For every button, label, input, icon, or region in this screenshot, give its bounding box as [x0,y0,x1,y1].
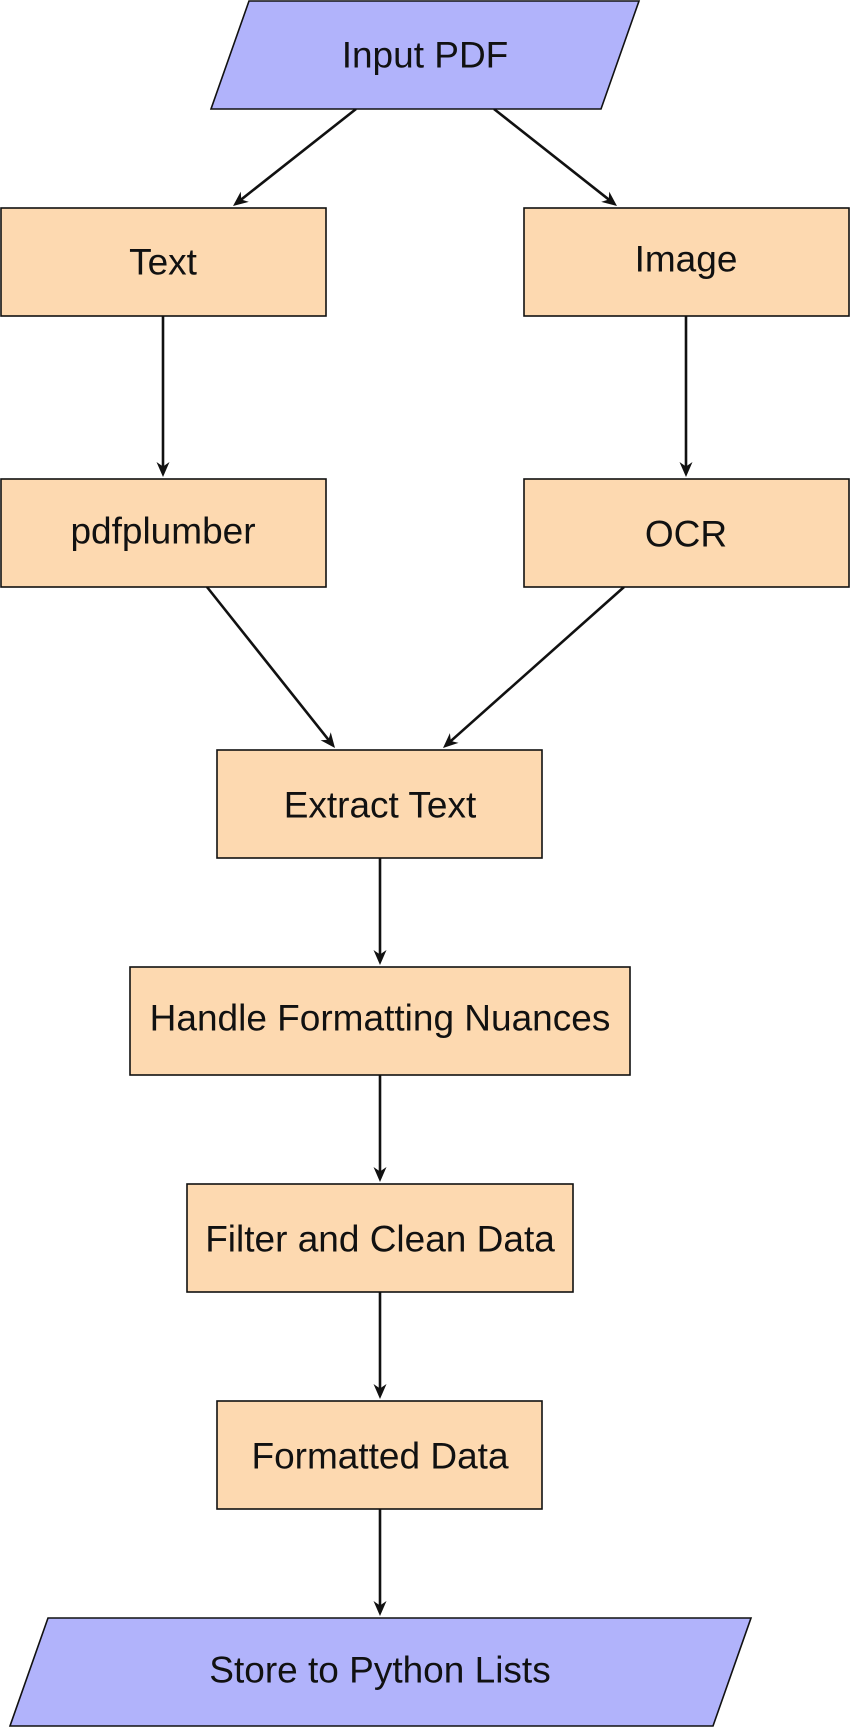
input-pdf-label: Input PDF [342,35,509,76]
node-text: Text [0,207,327,317]
arrowhead-filter-clean-icon [373,1167,387,1182]
text-label: Text [129,242,198,283]
arrowhead-handle-formatting-icon [373,950,387,965]
arrow-ocr-to-extract-text [448,586,625,744]
extract-text-box [216,749,543,859]
store-lists-shape [8,1617,753,1727]
ocr-label: OCR [645,514,727,555]
node-image: Image [523,207,850,317]
handle-formatting-box [129,966,631,1076]
node-formatted-data: Formatted Data [216,1400,543,1510]
node-store-lists: Store to Python Lists [8,1617,753,1727]
handle-formatting-label: Handle Formatting Nuances [150,998,611,1039]
node-extract-text: Extract Text [216,749,543,859]
arrowhead-text-icon [233,191,249,206]
arrowhead-pdfplumber-icon [156,462,170,477]
node-ocr: OCR [523,478,850,588]
node-pdfplumber: pdfplumber [0,478,327,588]
text-box [0,207,327,317]
store-lists-label: Store to Python Lists [209,1650,550,1691]
arrowhead-image-icon [601,191,617,206]
arrowhead-store-lists-icon [373,1601,387,1616]
filter-clean-label: Filter and Clean Data [205,1219,555,1260]
arrowhead-ocr-icon [679,462,693,477]
flowchart-edges [156,107,693,1616]
extract-text-label: Extract Text [284,785,477,826]
filter-clean-box [186,1183,574,1293]
arrow-input-pdf-to-text [238,107,357,203]
pdfplumber-box [0,478,327,588]
image-label: Image [635,239,738,280]
node-filter-clean: Filter and Clean Data [186,1183,574,1293]
input-pdf-shape [209,0,641,110]
pdfplumber-label: pdfplumber [70,511,255,552]
node-input-pdf: Input PDF [209,0,641,110]
arrow-pdfplumber-to-extract-text [205,586,332,743]
image-box [523,207,850,317]
arrowhead-extract-text-icon [320,732,335,748]
node-handle-formatting: Handle Formatting Nuances [129,966,631,1076]
arrowhead-formatted-data-icon [373,1384,387,1399]
ocr-box [523,478,850,588]
formatted-data-box [216,1400,543,1510]
formatted-data-label: Formatted Data [251,1436,508,1477]
arrowhead-extract-text-icon [443,733,459,748]
arrow-input-pdf-to-image [493,107,612,203]
